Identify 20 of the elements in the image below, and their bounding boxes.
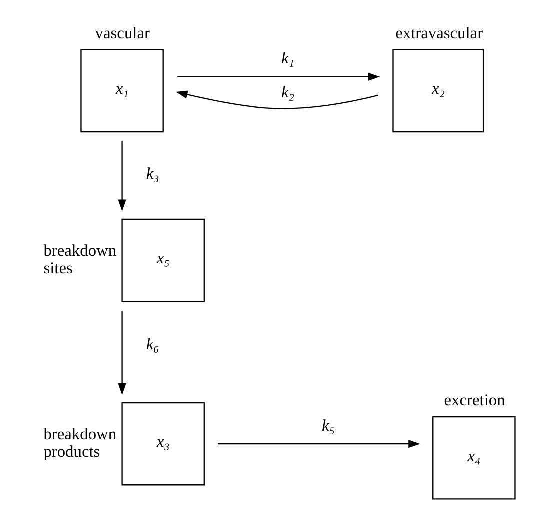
- edge-label: k₂: [282, 82, 295, 102]
- node-label: extravascular: [396, 23, 484, 42]
- edge-label: k₃: [146, 164, 160, 184]
- node-label: breakdown sites: [44, 241, 117, 278]
- edge-label: k₁: [282, 48, 295, 68]
- arrow: [218, 440, 420, 448]
- node-label: excretion: [444, 390, 506, 410]
- edge-label: k₆: [146, 334, 160, 354]
- node-label: vascular: [95, 23, 150, 42]
- node-box: x₅: [122, 218, 205, 302]
- arrow: [118, 311, 126, 396]
- arrow: [178, 72, 380, 82]
- edge-label: k₅: [322, 416, 335, 435]
- arrow: [176, 90, 378, 110]
- arrow: [118, 140, 126, 212]
- node-label: breakdown products: [44, 424, 117, 462]
- node-box: x₂: [392, 49, 484, 133]
- node-box: x₁: [80, 49, 164, 133]
- node-box: x₃: [122, 402, 205, 486]
- node-box: x₄: [432, 416, 516, 500]
